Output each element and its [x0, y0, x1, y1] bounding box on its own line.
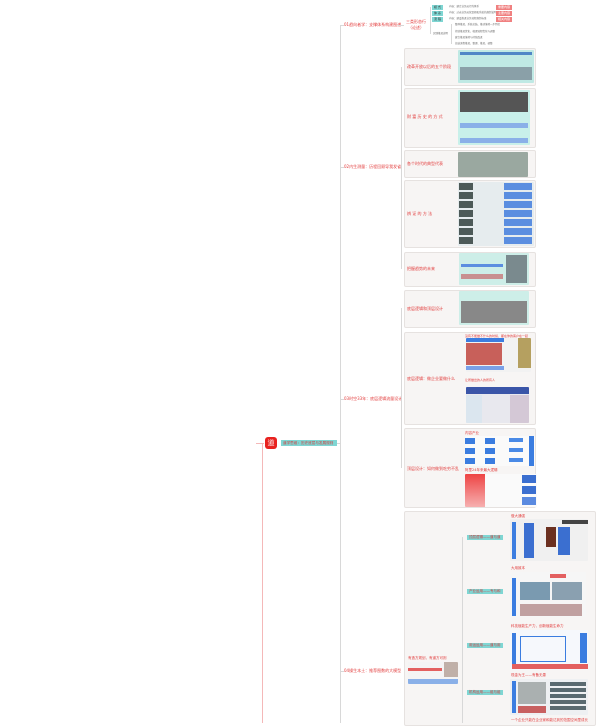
- logic-design-image: [459, 291, 529, 325]
- bottom-caption: 一个企业只能在企业家和能达到的范围空间里成长: [511, 718, 588, 722]
- finance-image: [510, 679, 588, 715]
- card-logic-label[interactable]: 底层逻辑：做企业要做什么: [407, 376, 455, 381]
- stages-image: [458, 50, 534, 83]
- caption-finance: 现金为王——有备无患: [511, 673, 546, 677]
- logic-caption-2: 让所做出的人的所有人: [465, 378, 496, 382]
- tag-3-text: 内容：建设推进业务流程规划标准: [449, 17, 487, 20]
- main-trunk-line: [340, 25, 341, 723]
- group-label: 实践推进说明: [433, 32, 449, 35]
- card-method-label[interactable]: 辨 证 的 方 法: [407, 211, 433, 216]
- branch-3-bracket: [401, 308, 402, 468]
- alibaba-image: [465, 474, 537, 507]
- representatives-image: [458, 152, 528, 177]
- caption-industry: 大用致本: [511, 566, 525, 570]
- card-representatives-label[interactable]: 各个时代的典型代表: [407, 161, 443, 166]
- root-to-trunk-line: [336, 443, 341, 444]
- trend-image: [459, 253, 529, 285]
- caption-application: 科技赋能生产力，创新赋能生命力: [511, 624, 564, 628]
- branch-1-child-connector: [398, 25, 404, 26]
- card-stages-label[interactable]: 改革开放以后的五个阶段: [407, 64, 451, 69]
- branch-3-label[interactable]: 03时空33年：底层逻辑流量设计: [344, 396, 403, 401]
- branch-3-connector: [340, 399, 344, 400]
- branch-1-label[interactable]: 01趋向者学：支撑体系构建图谱: [344, 22, 402, 27]
- industry-image: [510, 572, 586, 617]
- badge-3: 相关内容: [496, 17, 513, 22]
- sub-finance[interactable]: 机构运用——组与组: [467, 690, 503, 695]
- top-logic-image: [510, 519, 588, 561]
- badge-2: 主要内容: [496, 11, 513, 16]
- tag-2: 体 系: [432, 11, 443, 16]
- notes-bracket: [451, 24, 452, 44]
- card-top-design-label[interactable]: 顶层设计：如何做到吃穷不乱: [407, 466, 459, 471]
- sub-industry[interactable]: 产业运用——专与和: [467, 589, 503, 594]
- note-2: 持续推进优化、梳理流程优化与调整: [455, 30, 496, 33]
- branch-1-bracket: [430, 7, 431, 34]
- note-4: 总结流程推进、整理、推进、调整: [455, 42, 493, 45]
- tag-3: 流 程: [432, 17, 443, 22]
- card-logic-design-label[interactable]: 底层逻辑和顶层设计: [407, 306, 443, 311]
- sub-top-logic[interactable]: 顶层逻辑——道与道: [467, 535, 503, 540]
- sub-application[interactable]: 用运运用——道与用: [467, 643, 503, 648]
- root-node[interactable]: 道: [265, 437, 277, 449]
- side-image: [408, 662, 458, 684]
- caption-top-logic: 做大通强: [511, 514, 525, 518]
- branch-1-connector: [340, 25, 344, 26]
- content-image: [465, 436, 535, 466]
- branch-2-connector: [340, 167, 344, 168]
- root-trunk-line: [262, 443, 263, 723]
- tag-2-text: 内容：过去业务运营逻辑和系统的规划说明: [449, 11, 497, 14]
- root-stub-line: [256, 443, 264, 444]
- branch-1-child[interactable]: 三类形态行（论述）: [406, 19, 426, 30]
- tag-1-text: 内容：建立业务运行的体系: [449, 5, 480, 8]
- wealth-image: [458, 90, 530, 145]
- branch-4-bracket: [462, 537, 463, 723]
- card-wealth-label[interactable]: 财 富 历 史 的 方 式: [407, 114, 443, 119]
- logic-image-2: [466, 387, 529, 423]
- note-3: 建立推进落地与持续改进: [455, 36, 483, 39]
- top-caption-1: 内容产业: [465, 431, 479, 435]
- method-image: [458, 182, 534, 246]
- branch-2-label[interactable]: 02内生测量：历程回顾导我发省: [344, 164, 402, 169]
- application-image: [510, 630, 588, 670]
- side-caption: 有造方规划，有道方可则: [408, 656, 447, 660]
- branch-4-connector: [340, 671, 344, 672]
- branch-4-label[interactable]: 04操生本土：推荐图数的大模型: [344, 668, 402, 673]
- root-label[interactable]: 道学思维：历史底层与发展规则: [281, 440, 337, 446]
- logic-caption-1: 没有不能做不什么的时候，都在你的客户在一起: [465, 334, 529, 338]
- card-trend-label[interactable]: 把握趋势的未来: [407, 266, 435, 271]
- branch-2-bracket: [401, 67, 402, 269]
- logic-image-1: [466, 338, 531, 372]
- badge-1: 重要内容: [496, 5, 513, 10]
- top-caption-2: 阿里24年来最大逻辑: [465, 468, 498, 472]
- tag-1: 模 式: [432, 5, 443, 10]
- note-1: 整体推进、系统总结、推动落地一步到位: [455, 23, 501, 26]
